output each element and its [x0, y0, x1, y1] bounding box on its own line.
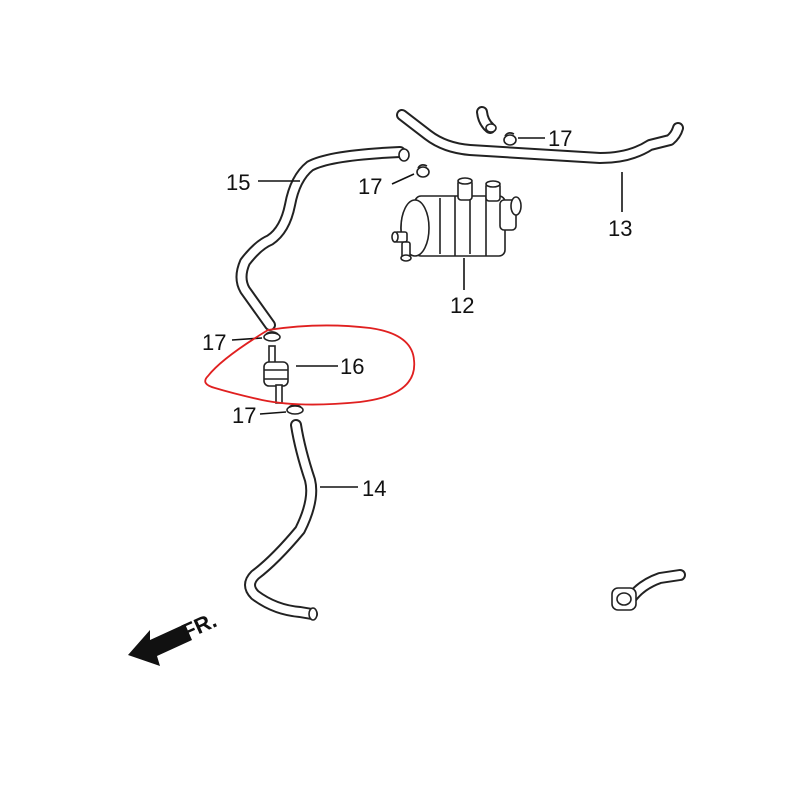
- callout-17-c: 17: [202, 330, 226, 355]
- callout-12: 12: [450, 293, 474, 318]
- front-direction-arrow: FR.: [128, 607, 220, 666]
- hose-13: [396, 109, 684, 164]
- highlight-outline: [204, 324, 416, 406]
- clamp-17-a: [503, 132, 517, 146]
- callout-15: 15: [226, 170, 250, 195]
- clamp-17-c: [263, 331, 281, 342]
- clamp-17-d: [286, 404, 304, 415]
- callout-17-b: 17: [358, 174, 382, 199]
- hose-13-stub: [476, 106, 497, 134]
- filter-16: [263, 345, 289, 404]
- leader-17-d: [259, 411, 287, 415]
- callout-16: 16: [340, 354, 364, 379]
- clamp-17-b: [416, 164, 430, 178]
- leader-17-c: [231, 337, 263, 341]
- hose-15: [235, 146, 410, 331]
- fitting-lower-right: [611, 569, 686, 611]
- hose-14: [244, 419, 318, 621]
- callout-14: 14: [362, 476, 386, 501]
- callout-13: 13: [608, 216, 632, 241]
- leader-17-b: [391, 173, 415, 185]
- callout-17-a: 17: [548, 126, 572, 151]
- canister-12: [391, 177, 522, 262]
- callout-17-d: 17: [232, 403, 256, 428]
